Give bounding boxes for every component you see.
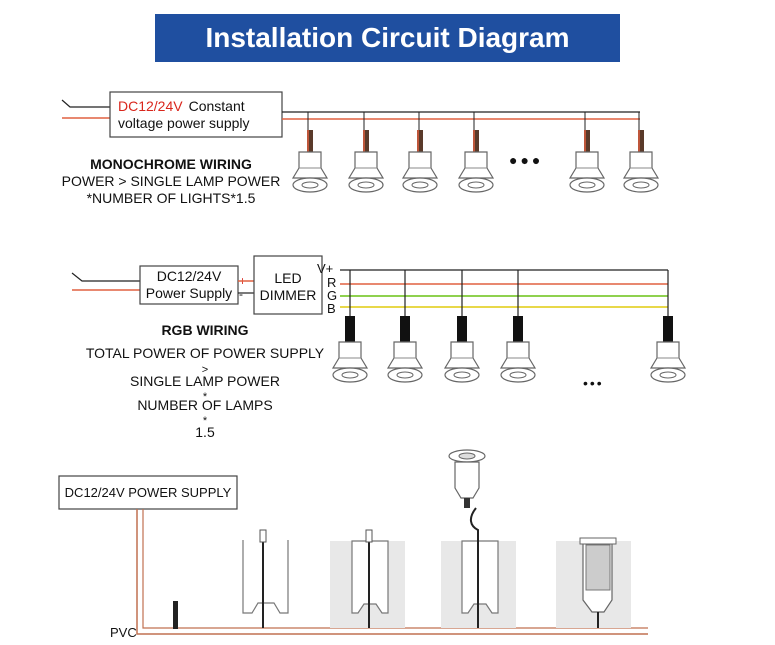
rgb-psu-box	[139, 265, 239, 305]
rgb-formula-6: *	[203, 415, 208, 427]
rgb-formula-4: *	[203, 391, 208, 403]
rgb-formula-5: NUMBER OF LAMPS	[137, 397, 272, 413]
rgb-lamp	[650, 315, 686, 383]
rgb-heading: RGB WIRING	[161, 322, 248, 338]
install-hole-3	[441, 449, 516, 628]
channel-v-label: V+	[317, 261, 333, 276]
mono-formula-line-2: *NUMBER OF LIGHTS*1.5	[87, 190, 256, 206]
rgb-formula-7: 1.5	[195, 424, 215, 440]
page-title: Installation Circuit Diagram	[205, 22, 570, 53]
title-banner: Installation Circuit Diagram	[155, 14, 620, 62]
mono-lamp	[458, 112, 494, 193]
rgb-section: DC12/24V Power Supply + - LED DIMMER V+ …	[71, 255, 686, 440]
channel-r-label: R	[327, 275, 336, 290]
mono-lamp	[623, 112, 659, 193]
rgb-lamp	[444, 315, 480, 383]
dimmer-line-1: LED	[274, 270, 301, 286]
rgb-lamp	[500, 315, 536, 383]
rgb-ellipsis: •••	[583, 375, 604, 391]
mono-lamp	[402, 112, 438, 193]
mono-lamp	[292, 112, 328, 193]
mono-heading: MONOCHROME WIRING	[90, 156, 252, 172]
install-hole-2	[330, 529, 405, 628]
rgb-formula-3: SINGLE LAMP POWER	[130, 373, 280, 389]
channel-b-label: B	[327, 301, 336, 316]
dimmer-line-2: DIMMER	[260, 287, 317, 303]
install-psu-box	[58, 475, 238, 510]
rgb-lamp	[387, 315, 423, 383]
led-dimmer-box	[253, 255, 323, 315]
rgb-psu-line-1: DC12/24V	[157, 268, 222, 284]
mono-psu-box	[109, 91, 283, 138]
mono-ellipsis: ●●●	[509, 152, 543, 168]
installation-section: DC12/24V POWER SUPPLY PVC	[58, 449, 648, 640]
install-hole-1	[242, 529, 289, 628]
rgb-lamp	[332, 315, 368, 383]
install-psu-label: DC12/24V POWER SUPPLY	[65, 485, 232, 500]
mono-formula-line-1: POWER > SINGLE LAMP POWER	[62, 173, 281, 189]
mono-lamp	[569, 112, 605, 193]
channel-g-label: G	[327, 288, 337, 303]
install-hole-4	[556, 537, 631, 628]
rgb-psu-minus: -	[239, 287, 243, 301]
mono-lamp	[348, 112, 384, 193]
rgb-formula-1: TOTAL POWER OF POWER SUPPLY	[86, 345, 325, 361]
rgb-psu-line-2: Power Supply	[146, 285, 232, 301]
pvc-label: PVC	[110, 625, 137, 640]
mono-psu-sub: voltage power supply	[118, 115, 250, 131]
rgb-formula-2: >	[202, 364, 208, 376]
